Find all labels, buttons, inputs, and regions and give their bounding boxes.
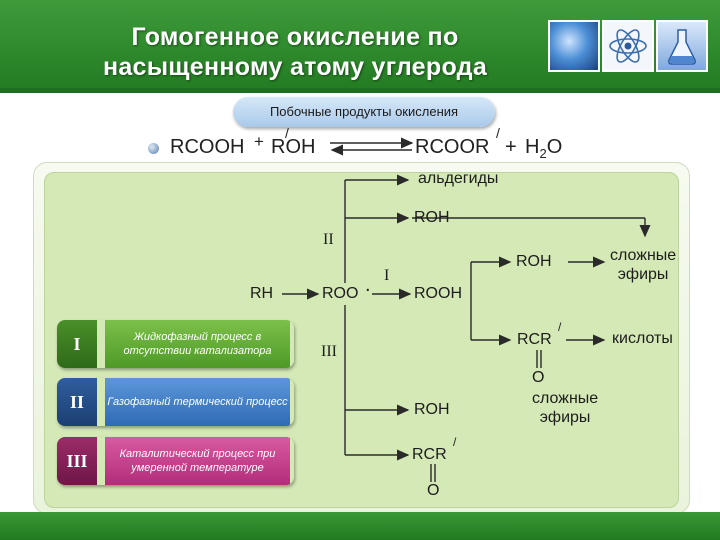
eq-prime-1: / <box>285 125 289 141</box>
eq-rcooh: RCOOH <box>170 136 245 158</box>
header-divider <box>0 88 720 93</box>
scheme-o-2: O <box>427 482 440 499</box>
flask-image <box>656 20 708 72</box>
legend-label-II: Газофазный термический процесс <box>107 396 288 408</box>
legend-text-III: Каталитический процесс при умеренной тем… <box>105 437 290 485</box>
legend-roman-I: I <box>57 320 97 368</box>
legend-text-II: Газофазный термический процесс <box>105 378 290 426</box>
scheme-o-1: O <box>532 369 545 386</box>
scheme-label-III: III <box>321 343 337 360</box>
scheme-roh-mid: ROH <box>516 253 552 270</box>
scheme-rh: RH <box>250 285 274 302</box>
eq-plus-2: + <box>505 136 517 158</box>
esters-2-line-2: эфиры <box>539 409 591 426</box>
scheme-rcr-2-prime: / <box>453 435 457 449</box>
esters-1-line-1: сложные <box>610 247 677 264</box>
legend-roman-II: II <box>57 378 97 426</box>
scheme-aldehydes: альдегиды <box>418 170 499 187</box>
legend-roman-III: III <box>57 437 97 485</box>
header-banner <box>0 0 720 92</box>
scheme-label-I: I <box>384 267 390 284</box>
legend-label-I: Жидкофазный процесс в отсутствии катализ… <box>123 331 272 357</box>
title-line-1: Гомогенное окисление по <box>131 23 459 51</box>
flask-icon <box>668 29 696 65</box>
side-products-pill: Побочные продукты окисления <box>233 97 495 127</box>
scheme-rcr-2: RCR <box>412 446 447 463</box>
eq-plus-1: + <box>254 132 264 151</box>
scheme-rcr-1: RCR <box>517 331 552 348</box>
page-title: Гомогенное окисление по насыщенному атом… <box>60 22 530 82</box>
scheme-esters-2: сложные эфиры <box>532 389 598 427</box>
legend-item-I: I Жидкофазный процесс в отсутствии катал… <box>57 320 294 368</box>
eq-rcoor: RCOOR <box>415 136 490 158</box>
legend-item-II: II Газофазный термический процесс <box>57 378 294 426</box>
scheme-rcr-1-prime: / <box>558 320 562 334</box>
eq-roh: ROH <box>271 136 316 158</box>
scheme-radical-dot: . <box>365 274 371 296</box>
scheme-esters-1: сложные эфиры <box>610 246 676 284</box>
eq-sub-2: 2 <box>539 146 547 161</box>
esters-2-line-1: сложные <box>532 390 599 407</box>
legend-item-III: III Каталитический процесс при умеренной… <box>57 437 294 485</box>
atom-image <box>602 20 654 72</box>
legend-text-I: Жидкофазный процесс в отсутствии катализ… <box>105 320 290 368</box>
eq-prime-2: / <box>496 125 500 141</box>
scheme-rooh: ROOH <box>414 285 462 302</box>
bullet-icon <box>148 143 159 154</box>
legend-label-III: Каталитический процесс при умеренной тем… <box>119 448 276 474</box>
scheme-roh-bottom: ROH <box>414 401 450 418</box>
scheme-roo: ROO <box>322 285 359 302</box>
molecule-image <box>548 20 600 72</box>
footer-bar <box>0 512 720 540</box>
eq-o: O <box>546 136 563 158</box>
scheme-label-II: II <box>323 231 334 248</box>
atom-icon <box>609 29 647 63</box>
title-line-2: насыщенному атому углерода <box>102 53 488 81</box>
scheme-acids: кислоты <box>612 330 673 347</box>
eq-h2o: H2O <box>525 136 562 161</box>
scheme-roh-top: ROH <box>414 209 450 226</box>
esters-1-line-2: эфиры <box>617 266 669 283</box>
eq-h: H <box>525 136 540 158</box>
